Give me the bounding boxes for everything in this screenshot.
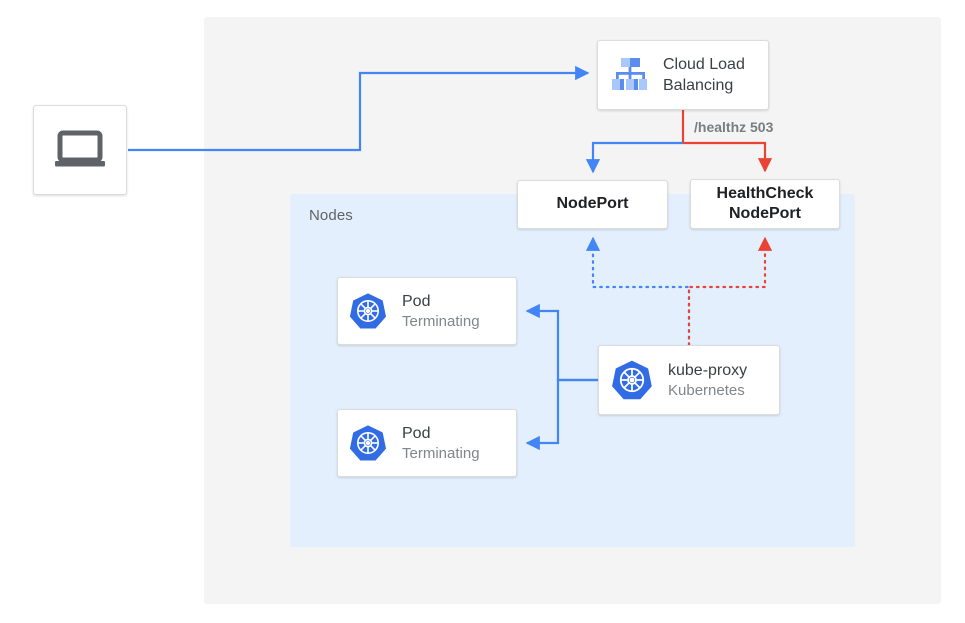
kube-proxy-node[interactable]: kube-proxy Kubernetes	[598, 345, 780, 415]
nodeport-label: NodePort	[556, 195, 629, 213]
pod-terminating-1[interactable]: Pod Terminating	[337, 277, 517, 345]
kubernetes-icon	[610, 358, 654, 402]
pod-1-status: Terminating	[402, 312, 480, 330]
kubernetes-icon	[348, 291, 388, 331]
healthcheck-nodeport-label-line1: HealthCheck	[716, 184, 814, 202]
cloud-load-balancing-title: Cloud Load Balancing	[663, 55, 745, 94]
pod-2-text: Pod Terminating	[402, 423, 480, 464]
healthz-status-label: /healthz 503	[694, 119, 774, 135]
pod-1-title: Pod	[402, 292, 431, 310]
healthcheck-nodeport-text: HealthCheck NodePort	[717, 184, 814, 225]
cloud-load-balancing-icon	[609, 56, 651, 94]
pod-2-status: Terminating	[402, 444, 480, 462]
kubernetes-icon	[348, 423, 388, 463]
healthcheck-nodeport-node[interactable]: HealthCheck NodePort	[690, 179, 840, 229]
kube-proxy-subtitle: Kubernetes	[668, 381, 745, 399]
pod-terminating-2[interactable]: Pod Terminating	[337, 409, 517, 477]
pod-1-text: Pod Terminating	[402, 291, 480, 332]
kube-proxy-title: kube-proxy	[668, 361, 748, 379]
cloud-load-balancing-node[interactable]: Cloud Load Balancing	[597, 40, 769, 110]
client-device[interactable]	[33, 105, 127, 195]
pod-2-title: Pod	[402, 424, 431, 442]
laptop-icon	[54, 130, 106, 170]
nodes-panel-label: Nodes	[309, 207, 353, 224]
kube-proxy-text: kube-proxy Kubernetes	[668, 360, 747, 401]
healthcheck-nodeport-label-line2: NodePort	[728, 205, 801, 222]
cloud-load-balancing-text: Cloud Load Balancing	[663, 54, 759, 96]
nodeport-node[interactable]: NodePort	[517, 180, 668, 229]
